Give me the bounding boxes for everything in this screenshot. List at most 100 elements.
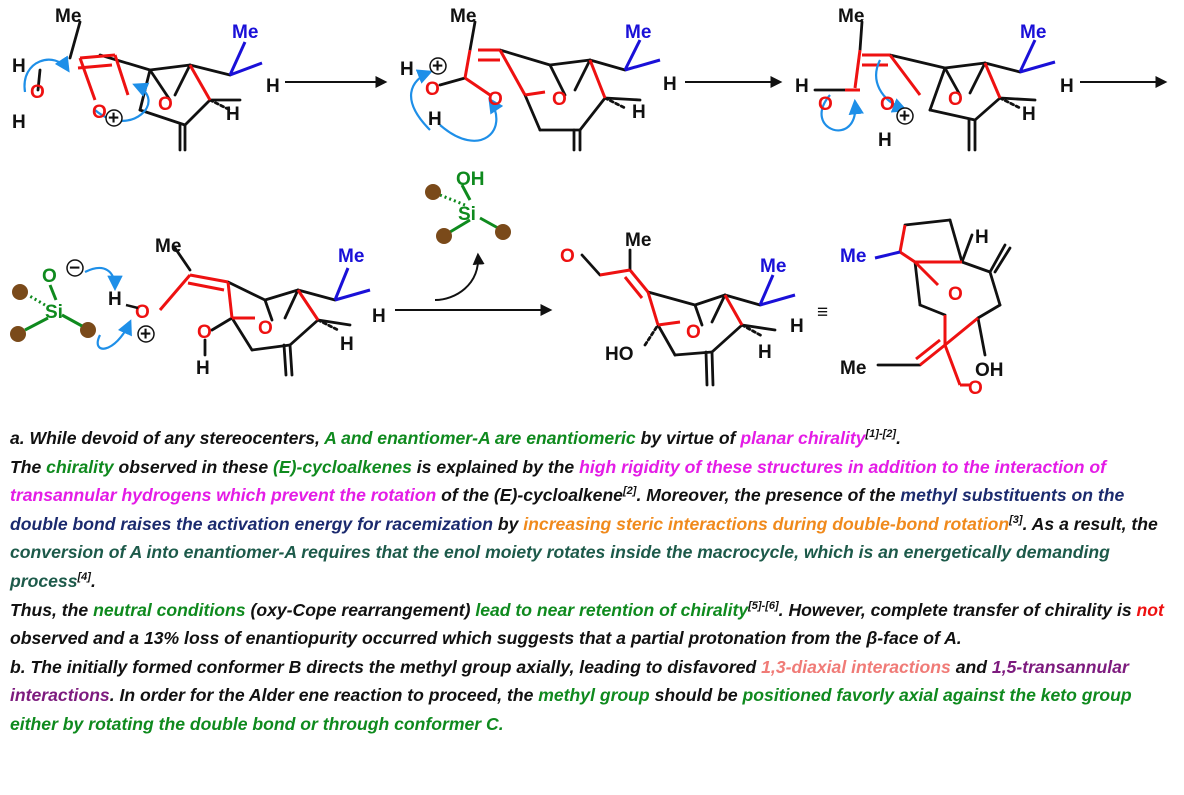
structure-2: Me Me H O H O O H H + <box>400 6 677 152</box>
label-me-blue: Me <box>760 256 786 277</box>
label-me: Me <box>55 6 81 27</box>
note-text: observed in these <box>113 456 274 477</box>
minus-charge-icon <box>66 259 84 277</box>
note-text: The <box>10 456 47 477</box>
note-highlight: planar chirality <box>740 428 866 448</box>
label-h: H <box>108 289 122 310</box>
label-me-blue: Me <box>338 246 364 267</box>
note-highlight: high rigidity of these structures in add… <box>10 456 1106 506</box>
label-o: O <box>968 378 983 399</box>
note-text: by <box>492 513 524 534</box>
label-me: Me <box>450 6 476 27</box>
label-h: H <box>790 316 804 337</box>
note-text: of the (E)-cycloalkene <box>436 485 623 506</box>
note-highlight: methyl substituents on the double bond r… <box>10 485 1125 534</box>
plus-charge-icon <box>105 109 123 127</box>
note-text: is explained by the <box>411 456 580 477</box>
label-h: H <box>266 76 280 97</box>
label-o: O <box>135 302 150 323</box>
note-text: . As a result, the <box>1022 513 1158 534</box>
label-h: H <box>632 102 646 123</box>
label-si: Si <box>458 204 476 225</box>
note-a: a. While devoid of any stereocenters, A … <box>10 424 1180 653</box>
plus-charge-icon <box>896 107 914 125</box>
citation: [5]-[6] <box>748 599 779 612</box>
label-minus: − <box>69 258 80 279</box>
plus-charge-icon <box>429 57 447 75</box>
label-me-blue: Me <box>840 246 866 267</box>
structure-3: Me Me H O O H O H H + <box>795 6 1074 152</box>
label-o: O <box>818 94 833 115</box>
product-redrawn: Me H O OH Me O <box>840 218 1012 399</box>
note-highlight: chirality <box>46 456 114 477</box>
note-text: . <box>896 428 901 448</box>
label-o: O <box>560 246 575 267</box>
note-text: a. While devoid of any stereocenters, <box>10 428 325 448</box>
product-structure: O Me Me O HO H H <box>560 230 804 387</box>
resin-bead-icon <box>80 322 96 338</box>
label-o: O <box>30 82 45 103</box>
label-o: O <box>880 94 895 115</box>
label-h: H <box>663 74 677 95</box>
resin-bead-icon <box>10 326 26 342</box>
label-o: O <box>158 94 173 115</box>
note-highlight: conversion of A into enantiomer-A requir… <box>10 542 1110 591</box>
note-highlight: (E)-cycloalkenes <box>273 456 412 477</box>
note-text: b. The initially formed conformer B dire… <box>10 656 762 677</box>
label-plus: + <box>140 324 151 345</box>
label-o: O <box>197 322 212 343</box>
label-o: O <box>92 102 107 123</box>
structure-4: O Si − H O + <box>10 236 386 379</box>
label-o: O <box>42 266 57 287</box>
label-o: O <box>948 284 963 305</box>
note-highlight: not <box>1136 599 1164 620</box>
label-o: O <box>258 318 273 339</box>
label-o: O <box>488 89 503 110</box>
label-ho: HO <box>605 344 634 365</box>
note-highlight: positioned favorly axial against the ket… <box>10 685 1132 734</box>
resin-bead-icon <box>436 228 452 244</box>
note-highlight: A and enantiomer-A are enantiomeric <box>324 428 636 448</box>
label-plus: + <box>899 106 910 127</box>
note-highlight: lead to near retention of chirality <box>475 599 749 620</box>
label-h: H <box>372 306 386 327</box>
note-text: by virtue of <box>635 428 741 448</box>
label-h: H <box>795 76 809 97</box>
plus-charge-icon <box>137 325 155 343</box>
label-h: H <box>226 104 240 125</box>
label-h: H <box>400 59 414 80</box>
note-text: -face of A. <box>877 628 962 649</box>
citation: [1]-[2] <box>865 428 897 441</box>
note-text: and <box>950 656 992 677</box>
label-plus: + <box>432 56 443 77</box>
citation: [2] <box>622 485 637 498</box>
note-text: . In order for the Alder ene reaction to… <box>109 685 539 706</box>
note-text: observed and a 13% loss of enantiopurity… <box>10 628 867 649</box>
label-o: O <box>686 322 701 343</box>
label-h: H <box>340 334 354 355</box>
label-h: H <box>1022 104 1036 125</box>
note-text: should be <box>649 685 743 706</box>
label-h: H <box>758 342 772 363</box>
resin-bead-icon <box>495 224 511 240</box>
citation: [4] <box>77 571 91 584</box>
label-oh: OH <box>456 169 485 190</box>
citation: [3] <box>1009 513 1023 526</box>
label-h: H <box>12 112 26 133</box>
label-me: Me <box>155 236 181 257</box>
note-text: Thus, the <box>10 599 94 620</box>
resin-bead-icon <box>12 284 28 300</box>
note-b: b. The initially formed conformer B dire… <box>10 653 1180 739</box>
note-highlight: increasing steric interactions during do… <box>523 513 1010 534</box>
label-me: Me <box>838 6 864 27</box>
note-text: . Moreover, the presence of the <box>636 485 901 506</box>
note-highlight: 1,3-diaxial interactions <box>761 656 951 677</box>
note-text: (oxy-Cope rearrangement) <box>245 599 476 620</box>
equivalence-sign: ≡ <box>817 302 828 323</box>
note-text: . <box>90 570 96 591</box>
structure-1: Me Me H O H O O H H + <box>12 6 280 152</box>
label-o: O <box>948 89 963 110</box>
label-me-blue: Me <box>232 22 258 43</box>
label-h: H <box>196 358 210 379</box>
label-o: O <box>552 89 567 110</box>
